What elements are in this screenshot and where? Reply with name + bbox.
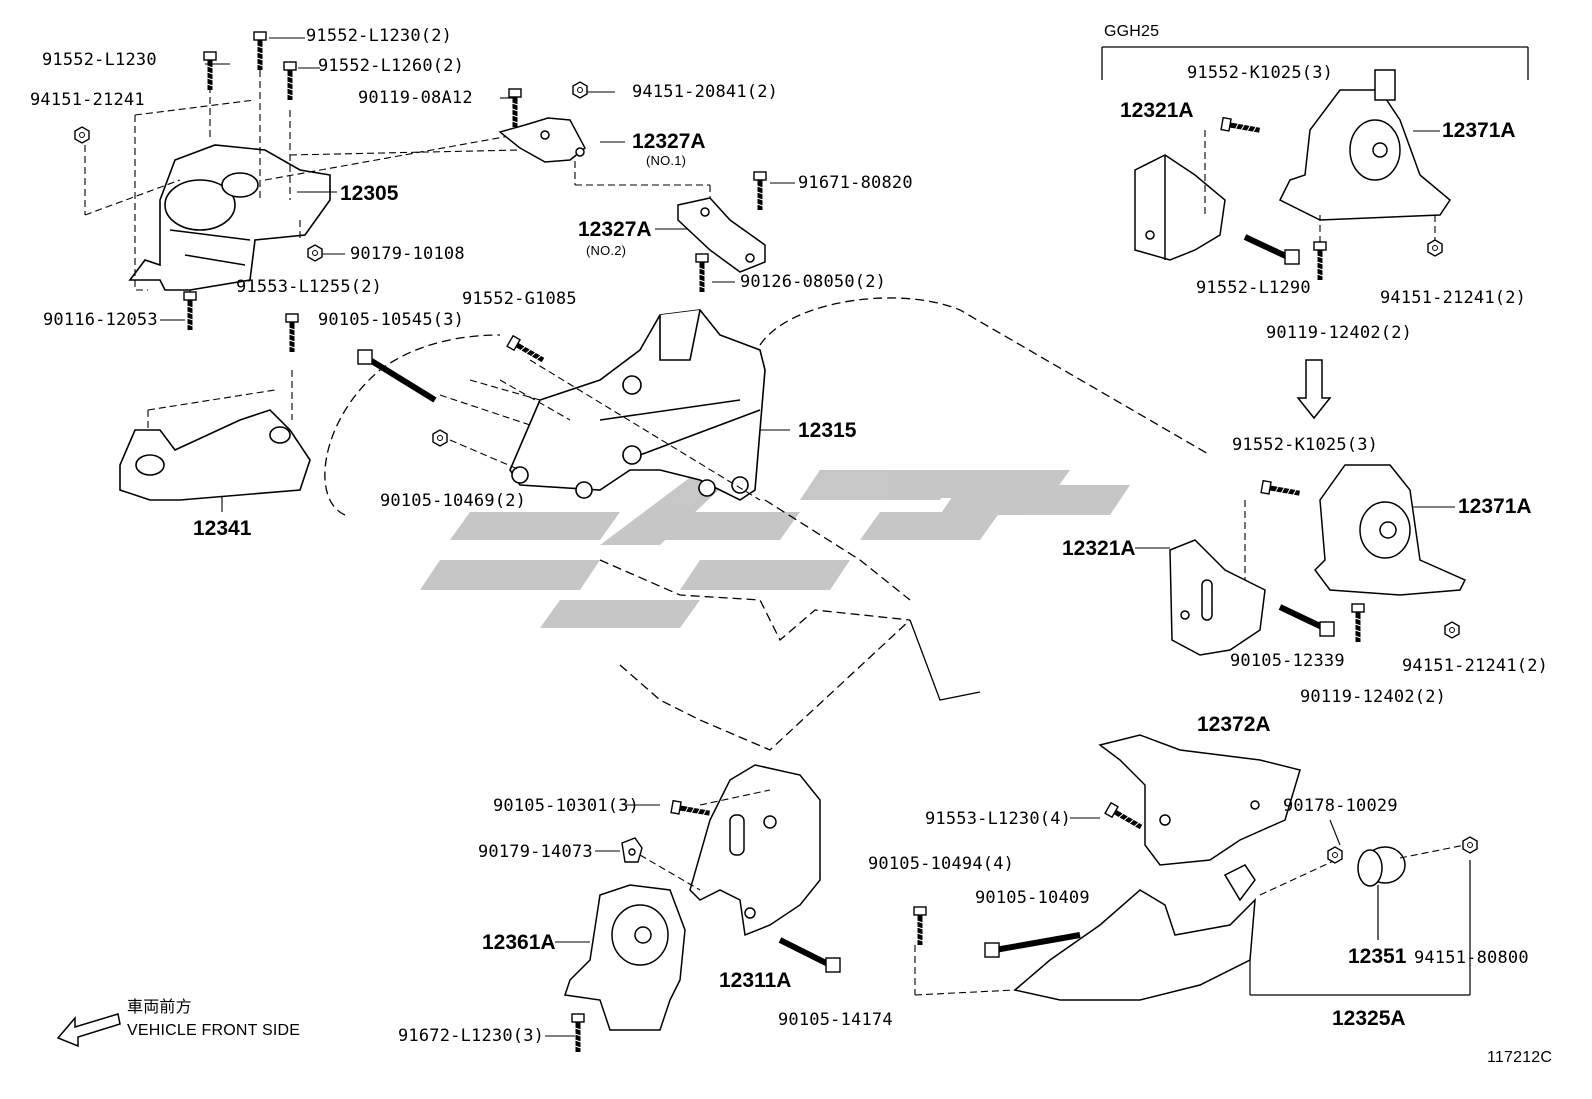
part-sublabel: (NO.2) xyxy=(586,243,627,258)
part-label: 91552-K1025(3) xyxy=(1187,63,1334,83)
part-label: 90105-10301(3) xyxy=(493,796,640,816)
part-label: 94151-21241 xyxy=(30,90,145,110)
part-label: 91672-L1230(3) xyxy=(398,1026,545,1046)
dash-lines-12315 xyxy=(439,359,761,501)
down-arrow xyxy=(1296,359,1332,420)
watermark xyxy=(420,470,1130,628)
bolt-90105-12339 xyxy=(1278,604,1335,637)
part-label: 91553-L1255(2) xyxy=(236,277,383,297)
part-label: 90179-10108 xyxy=(350,244,465,264)
bracket-12327a-no1 xyxy=(498,117,586,163)
mount-12305 xyxy=(128,144,331,291)
bolt-90105-10545 xyxy=(357,349,437,403)
part-label: 91553-L1230(4) xyxy=(925,809,1072,829)
mount-12371a-top xyxy=(1278,69,1451,221)
bracket-12311a xyxy=(689,764,821,937)
part-label: 12361A xyxy=(482,931,556,954)
part-label: 12327A xyxy=(578,218,652,241)
front-label-jp: 車両前方 xyxy=(127,999,192,1016)
dash-lines-right-top xyxy=(1204,130,1436,265)
part-label: 94151-21241(2) xyxy=(1402,656,1549,676)
part-label: 90126-08050(2) xyxy=(740,272,887,292)
part-label: 12327A xyxy=(632,130,706,153)
part-label: 94151-20841(2) xyxy=(632,82,779,102)
part-label: 91552-G1085 xyxy=(462,289,577,309)
part-label: 12321A xyxy=(1120,99,1194,122)
part-label: 91552-L1290 xyxy=(1196,278,1311,298)
part-label: 90119-08A12 xyxy=(358,88,473,108)
part-label: 12341 xyxy=(193,517,252,540)
bracket-12315 xyxy=(509,309,766,501)
figure-reference: 117212C xyxy=(1487,1049,1553,1066)
part-label: 90105-10469(2) xyxy=(380,491,527,511)
mount-12361a xyxy=(564,884,686,1031)
part-label: 12325A xyxy=(1332,1007,1406,1030)
part-label: 90105-10409 xyxy=(975,888,1090,908)
part-label: 91552-L1260(2) xyxy=(318,56,465,76)
part-label: 90179-14073 xyxy=(478,842,593,862)
nut-90179-14073 xyxy=(621,837,643,863)
dash-lines-bottom-left xyxy=(639,789,771,891)
bracket-12327a-no2 xyxy=(677,197,766,273)
part-label: 12305 xyxy=(340,182,399,205)
dash-lines-bottom-right xyxy=(914,844,1466,996)
bracket-12372a xyxy=(1098,734,1301,866)
ggh25-bracket xyxy=(1101,46,1529,80)
part-label: 90116-12053 xyxy=(43,310,158,330)
part-label: 12321A xyxy=(1062,537,1136,560)
mount-12371a-bottom xyxy=(1314,464,1467,596)
part-label: 12351 xyxy=(1348,945,1407,968)
engine-outline-solid xyxy=(909,619,981,701)
part-label: 91552-L1230 xyxy=(42,50,157,70)
part-label: 90105-14174 xyxy=(778,1010,893,1030)
bracket-12321a-bottom xyxy=(1169,539,1266,656)
bracket-12321a-top xyxy=(1134,154,1226,261)
engine-outline xyxy=(324,297,1211,751)
part-label: 94151-21241(2) xyxy=(1380,288,1527,308)
part-label: 94151-80800 xyxy=(1414,948,1529,968)
bolt-91552-l1290 xyxy=(1243,234,1300,265)
solid-lines-bottom-right xyxy=(1249,860,1471,996)
part-label: 90105-12339 xyxy=(1230,651,1345,671)
part-label: 90119-12402(2) xyxy=(1266,323,1413,343)
front-arrow-icon xyxy=(56,1013,121,1048)
mount-12341 xyxy=(119,409,311,501)
part-label: 12371A xyxy=(1458,495,1532,518)
part-label: 12311A xyxy=(719,969,792,992)
part-label: 12371A xyxy=(1442,119,1516,142)
bolt-90105-10409 xyxy=(984,932,1081,958)
part-label: 90105-10545(3) xyxy=(318,310,465,330)
part-label: 91552-K1025(3) xyxy=(1232,435,1379,455)
model-code: GGH25 xyxy=(1104,23,1160,40)
part-label: 12372A xyxy=(1197,713,1271,736)
part-label: 90105-10494(4) xyxy=(868,854,1015,874)
bracket-12325a xyxy=(1013,864,1256,1001)
bolt-90105-14174 xyxy=(778,937,841,973)
part-label: 90178-10029 xyxy=(1283,796,1398,816)
bushing-12351 xyxy=(1357,846,1406,887)
part-label: 90119-12402(2) xyxy=(1300,687,1447,707)
part-label: 91552-L1230(2) xyxy=(306,26,453,46)
part-label: 12315 xyxy=(798,419,857,442)
part-label: 91671-80820 xyxy=(798,173,913,193)
front-label-en: VEHICLE FRONT SIDE xyxy=(127,1022,301,1039)
part-sublabel: (NO.1) xyxy=(646,153,687,168)
